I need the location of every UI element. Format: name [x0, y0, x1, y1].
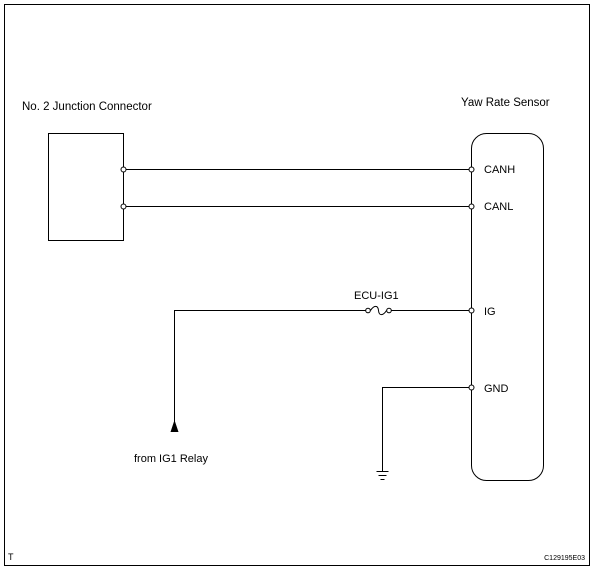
gnd-terminal-label: GND [484, 383, 509, 395]
sensor-gnd-terminal [468, 384, 475, 391]
junction-canl-terminal [120, 203, 127, 210]
sensor-canl-terminal [468, 203, 475, 210]
fuse-label: ECU-IG1 [354, 290, 399, 302]
canh-terminal-label: CANH [484, 164, 515, 176]
sensor-canh-terminal [468, 166, 475, 173]
junction-canh-terminal [120, 166, 127, 173]
source-label: from IG1 Relay [134, 453, 208, 465]
diagram-frame [4, 4, 590, 566]
yaw-rate-sensor-box [471, 133, 544, 481]
arrow-up-icon [170, 420, 179, 432]
canl-terminal-label: CANL [484, 201, 513, 213]
sensor-ig-terminal [468, 307, 475, 314]
yaw-rate-sensor-label: Yaw Rate Sensor [461, 97, 550, 109]
gnd-wire [382, 387, 472, 471]
ig-terminal-label: IG [484, 306, 496, 318]
ig-supply-wire [174, 310, 368, 430]
corner-mark: T [8, 552, 14, 562]
figure-code: C129195E03 [544, 555, 585, 562]
fuse-icon [365, 305, 392, 316]
junction-connector-box [48, 133, 124, 241]
ground-icon [376, 471, 389, 480]
junction-connector-label: No. 2 Junction Connector [22, 101, 152, 113]
